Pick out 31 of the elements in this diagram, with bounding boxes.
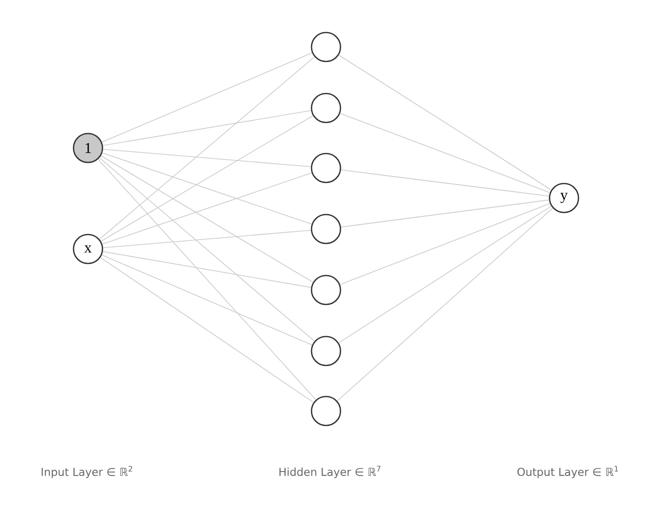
connection-line <box>100 155 314 283</box>
connection-line <box>98 158 316 400</box>
connection-line <box>100 257 314 403</box>
connection-line <box>338 206 552 344</box>
connection-line <box>99 157 315 342</box>
connection-line <box>102 251 312 288</box>
neuron-circle <box>310 92 342 124</box>
connection-line <box>102 110 312 146</box>
connection-line <box>340 169 550 196</box>
neuron-circle <box>310 274 342 306</box>
connection-line <box>102 172 312 245</box>
connection-line <box>338 54 552 190</box>
connection-line <box>340 203 550 285</box>
connection-line <box>102 52 312 142</box>
connection-line <box>340 112 550 194</box>
connection-line <box>99 56 315 240</box>
connection-line <box>336 208 554 402</box>
neuron-circle <box>310 336 342 366</box>
layer-label: Hidden Layer ∈ ℝ$^{7}$ <box>279 466 380 478</box>
connection-line <box>340 200 550 228</box>
connection-line <box>100 115 314 242</box>
neuron-circle <box>310 152 342 184</box>
connection-line <box>102 230 312 248</box>
neuron-circle <box>310 32 342 62</box>
layer-label: Output Layer ∈ ℝ$^{1}$ <box>517 466 618 478</box>
neuron-circle <box>310 396 342 426</box>
layer-label: Input Layer ∈ ℝ$^{2}$ <box>42 466 132 478</box>
connection-line <box>102 152 312 225</box>
connection-line <box>102 254 312 346</box>
neuron-circle <box>310 214 342 244</box>
connection-line <box>102 148 312 168</box>
